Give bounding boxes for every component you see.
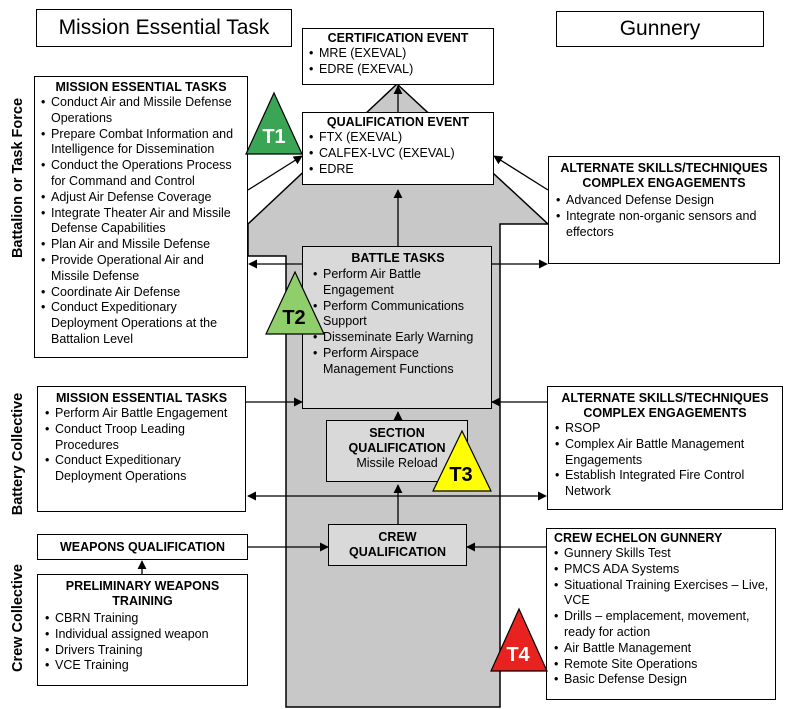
section-qualification-subtitle: Missile Reload xyxy=(356,456,438,470)
list-item: Individual assigned weapon xyxy=(43,627,242,643)
list-item: Prepare Combat Information and Intellige… xyxy=(39,127,243,159)
crew-qualification-title: CREW QUALIFICATION xyxy=(349,530,446,559)
list-item: FTX (EXEVAL) xyxy=(307,130,489,146)
battalion-mets-title: MISSION ESSENTIAL TASKS xyxy=(55,80,227,94)
list-item: Perform Airspace Management Functions xyxy=(311,346,485,378)
list-item: Perform Communications Support xyxy=(311,299,485,331)
list-item: Remote Site Operations xyxy=(552,657,770,673)
list-item: Gunnery Skills Test xyxy=(552,546,770,562)
side-label-battalion: Battalion or Task Force xyxy=(10,97,26,259)
list-item: CALFEX-LVC (EXEVAL) xyxy=(307,146,489,162)
list-item: RSOP xyxy=(553,421,777,437)
list-item: Situational Training Exercises – Live, V… xyxy=(552,578,770,610)
qualification-event-box: QUALIFICATION EVENT FTX (EXEVAL) CALFEX-… xyxy=(302,112,494,185)
list-item: EDRE xyxy=(307,162,489,178)
list-item: Air Battle Management xyxy=(552,641,770,657)
list-item: Conduct the Operations Process for Comma… xyxy=(39,158,243,190)
crew-echelon-gunnery-box: CREW ECHELON GUNNERY Gunnery Skills Test… xyxy=(546,528,776,700)
list-item: Disseminate Early Warning xyxy=(311,330,485,346)
list-item: EDRE (EXEVAL) xyxy=(307,62,489,78)
battery-mets-box: MISSION ESSENTIAL TASKS Perform Air Batt… xyxy=(37,386,246,512)
section-qualification-box: SECTION QUALIFICATION Missile Reload xyxy=(326,420,468,482)
arrow-bn-mets-to-qual xyxy=(247,155,303,191)
list-item: Advanced Defense Design xyxy=(554,193,774,209)
certification-event-title: CERTIFICATION EVENT xyxy=(327,31,469,45)
list-item: VCE Training xyxy=(43,658,242,674)
battery-alternate-box: ALTERNATE SKILLS/TECHNIQUES COMPLEX ENGA… xyxy=(547,386,783,510)
list-item: Conduct Troop Leading Procedures xyxy=(43,422,240,454)
battle-tasks-title: BATTLE TASKS xyxy=(351,251,445,265)
preliminary-weapons-box: PRELIMINARY WEAPONS TRAINING CBRN Traini… xyxy=(37,574,248,686)
battery-mets-title: MISSION ESSENTIAL TASKS xyxy=(55,391,228,405)
list-item: Integrate non-organic sensors and effect… xyxy=(554,209,774,241)
list-item: Complex Air Battle Management Engagement… xyxy=(553,437,777,469)
battalion-alternate-box: ALTERNATE SKILLS/TECHNIQUES COMPLEX ENGA… xyxy=(548,156,780,264)
list-item: Provide Operational Air and Missile Defe… xyxy=(39,253,243,285)
list-item: Basic Defense Design xyxy=(552,672,770,688)
battalion-alternate-title: ALTERNATE SKILLS/TECHNIQUES COMPLEX ENGA… xyxy=(560,161,768,190)
weapons-qualification-box: WEAPONS QUALIFICATION xyxy=(37,534,248,560)
crew-echelon-gunnery-title: CREW ECHELON GUNNERY xyxy=(554,531,723,545)
battery-alternate-title: ALTERNATE SKILLS/TECHNIQUES COMPLEX ENGA… xyxy=(561,391,769,420)
list-item: Drills – emplacement, movement, ready fo… xyxy=(552,609,770,641)
list-item: Establish Integrated Fire Control Networ… xyxy=(553,468,777,500)
arrow-bn-alt-to-qual xyxy=(493,155,549,191)
list-item: Conduct Air and Missile Defense Operatio… xyxy=(39,95,243,127)
list-item: Conduct Expeditionary Deployment Operati… xyxy=(39,300,243,347)
list-item: MRE (EXEVAL) xyxy=(307,46,489,62)
list-item: CBRN Training xyxy=(43,611,242,627)
list-item: Adjust Air Defense Coverage xyxy=(39,190,243,206)
list-item: Plan Air and Missile Defense xyxy=(39,237,243,253)
certification-event-box: CERTIFICATION EVENT MRE (EXEVAL) EDRE (E… xyxy=(302,28,494,85)
qualification-event-title: QUALIFICATION EVENT xyxy=(326,115,470,129)
list-item: Perform Air Battle Engagement xyxy=(43,406,240,422)
side-label-battery: Battery Collective xyxy=(10,392,26,516)
section-qualification-title: SECTION QUALIFICATION xyxy=(348,426,446,455)
header-mission-essential-task: Mission Essential Task xyxy=(36,9,292,47)
crew-qualification-box: CREW QUALIFICATION xyxy=(328,524,467,566)
list-item: Integrate Theater Air and Missile Defens… xyxy=(39,206,243,238)
header-gunnery: Gunnery xyxy=(556,11,764,47)
list-item: Conduct Expeditionary Deployment Operati… xyxy=(43,453,240,485)
list-item: Coordinate Air Defense xyxy=(39,285,243,301)
battalion-mets-box: MISSION ESSENTIAL TASKS Conduct Air and … xyxy=(34,76,248,358)
list-item: PMCS ADA Systems xyxy=(552,562,770,578)
weapons-qualification-title: WEAPONS QUALIFICATION xyxy=(59,539,226,554)
side-label-crew: Crew Collective xyxy=(10,564,26,672)
preliminary-weapons-title: PRELIMINARY WEAPONS TRAINING xyxy=(65,579,220,608)
battle-tasks-box: BATTLE TASKS Perform Air Battle Engageme… xyxy=(302,246,492,409)
list-item: Drivers Training xyxy=(43,643,242,659)
list-item: Perform Air Battle Engagement xyxy=(311,267,485,299)
